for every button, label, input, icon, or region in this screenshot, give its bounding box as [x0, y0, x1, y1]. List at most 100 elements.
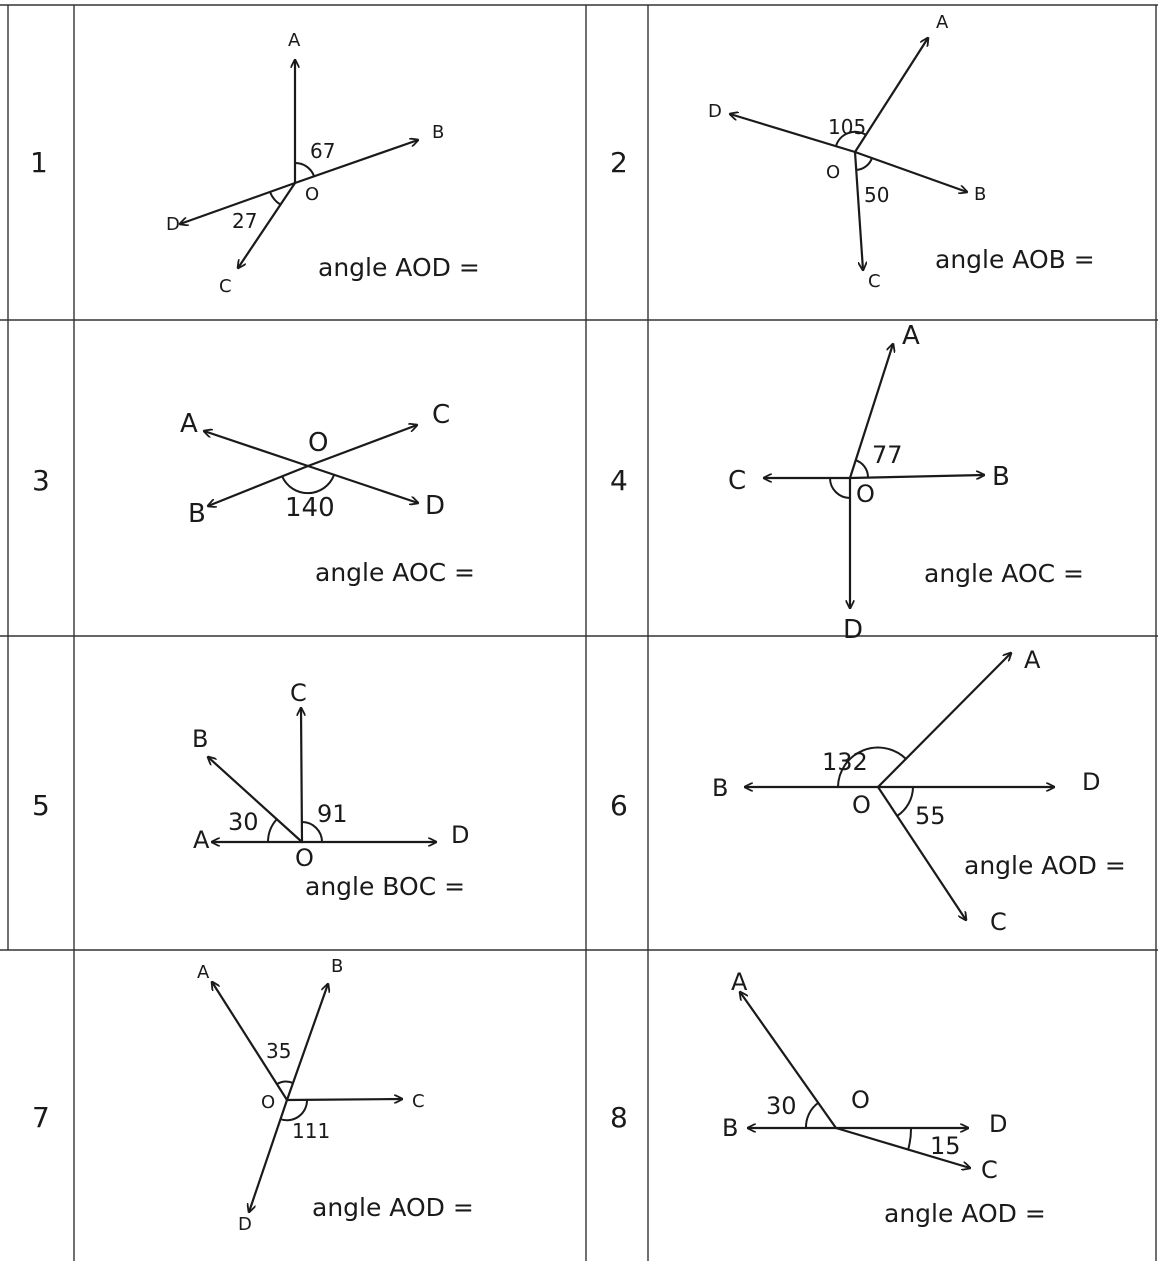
problem-2-cell: 2 A D O B C 105 50 angle AOB = [610, 12, 1095, 292]
ray-oc [301, 706, 302, 844]
angle-diagram: C B A O D 30 91 [192, 679, 469, 872]
angle-diagram: A B O D C 67 27 [166, 30, 444, 297]
point-label: B [722, 1114, 738, 1142]
angle-value: 77 [872, 441, 903, 469]
ray-oc [853, 150, 863, 270]
ray-oc [285, 1099, 404, 1100]
problem-4-cell: 4 A C B O D 77 angle AOC = [610, 321, 1084, 645]
angle-arc [835, 130, 867, 147]
point-label: A [731, 968, 748, 996]
point-label: A [1024, 646, 1041, 674]
ray-ob [285, 984, 328, 1102]
point-label: O [852, 791, 871, 819]
ray-ob [208, 464, 310, 506]
angle-value: 30 [766, 1092, 797, 1120]
angle-arc [837, 746, 907, 788]
ray-ob [848, 475, 986, 478]
ray-od [180, 181, 297, 224]
angle-value: 111 [292, 1119, 330, 1143]
angle-value: 67 [310, 139, 335, 163]
ray-oa [204, 431, 310, 468]
point-label: A [288, 30, 301, 51]
angle-arc [301, 821, 323, 843]
angle-diagram: A O C B D 140 [180, 400, 450, 529]
problem-number: 5 [32, 789, 50, 822]
point-label: O [295, 844, 314, 872]
angle-diagram: A O B D C 30 15 [722, 968, 1007, 1184]
problem-number: 3 [32, 464, 50, 497]
problem-number: 4 [610, 464, 628, 497]
point-label: D [166, 214, 180, 235]
point-label: B [188, 499, 206, 529]
question-label: angle BOC = [305, 872, 465, 901]
ray-ob [853, 150, 967, 192]
point-label: C [981, 1156, 998, 1184]
angle-value: 30 [228, 808, 259, 836]
angle-value: 35 [266, 1039, 291, 1063]
question-label: angle AOB = [935, 245, 1095, 274]
point-label: D [708, 101, 722, 122]
point-label: A [197, 962, 210, 983]
ray-oa [212, 982, 289, 1102]
angle-arc [854, 459, 869, 478]
point-label: C [412, 1091, 425, 1112]
angle-arc [267, 818, 278, 843]
question-label: angle AOC = [315, 558, 475, 587]
angle-diagram: A B D O C 132 55 [712, 646, 1100, 936]
question-label: angle AOD = [312, 1193, 474, 1222]
point-label: B [974, 184, 986, 205]
problem-6-cell: 6 A B D O C 132 55 angle AOD = [610, 646, 1126, 936]
ray-oa [876, 653, 1011, 789]
angle-arc [907, 1127, 913, 1151]
point-label: A [180, 409, 198, 439]
problem-8-cell: 8 A O B D C 30 15 angle AOD = [610, 968, 1046, 1228]
point-label: O [826, 162, 840, 183]
angle-arc [855, 157, 873, 171]
ray-oc [306, 425, 417, 468]
point-label: C [868, 271, 881, 292]
problem-number: 8 [610, 1101, 628, 1134]
angle-value: 27 [232, 209, 257, 233]
angle-value: 55 [915, 802, 946, 830]
point-label: D [425, 491, 445, 521]
question-label: angle AOC = [924, 559, 1084, 588]
point-label: C [432, 400, 450, 430]
angle-arc [294, 161, 315, 177]
ray-oc [876, 785, 966, 920]
problem-number: 6 [610, 789, 628, 822]
point-label: C [219, 276, 232, 297]
angle-value: 50 [864, 183, 889, 207]
point-label: O [261, 1092, 275, 1113]
ray-ob [208, 757, 304, 844]
point-label: B [712, 774, 728, 802]
problem-number: 2 [610, 146, 628, 179]
angle-arc [281, 474, 335, 495]
problem-5-cell: 5 C B A O D 30 91 angle BOC = [32, 679, 469, 901]
ray-oc [834, 1126, 970, 1168]
point-label: B [192, 725, 208, 753]
angle-diagram: A C B O D 77 [728, 321, 1010, 645]
angle-arc [896, 786, 914, 817]
point-label: D [989, 1110, 1007, 1138]
problem-3-cell: 3 A O C B D 140 angle AOC = [32, 400, 475, 587]
problem-number: 7 [32, 1101, 50, 1134]
point-label: A [902, 321, 920, 351]
point-label: A [193, 826, 210, 854]
question-label: angle AOD = [964, 851, 1126, 880]
angle-diagram: A D O B C 105 50 [708, 12, 986, 292]
ray-od [730, 114, 857, 154]
point-label: C [990, 908, 1007, 936]
point-label: O [308, 428, 328, 458]
point-label: O [305, 184, 319, 205]
angle-arc [279, 1099, 309, 1122]
point-label: C [290, 679, 307, 707]
ray-ob [293, 140, 418, 185]
point-label: B [432, 122, 444, 143]
point-label: A [936, 12, 949, 33]
problem-1-cell: 1 A B O D C 67 27 angle AOD = [30, 30, 480, 297]
point-label: B [992, 462, 1010, 492]
angle-value: 105 [828, 115, 866, 139]
ray-oa [853, 38, 928, 154]
angle-value: 15 [930, 1132, 961, 1160]
